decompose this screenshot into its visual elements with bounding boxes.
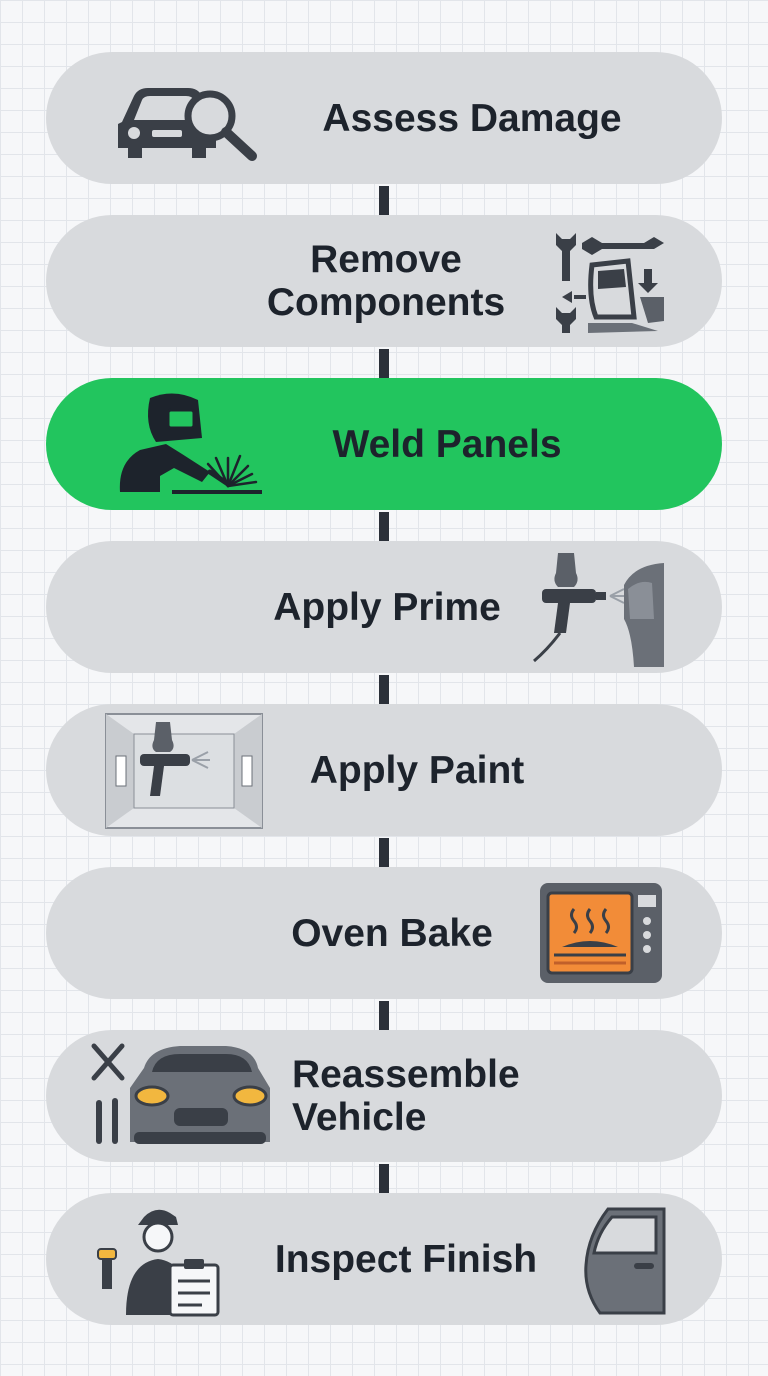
step-label: Apply Paint [309, 748, 525, 792]
tools-parts-icon [548, 227, 668, 335]
spray-gun-fender-icon [528, 549, 668, 667]
step-inspect-finish: Inspect Finish [46, 1193, 722, 1325]
step-label: Reassemble Vehicle [292, 1053, 520, 1139]
car-front-tools-icon [90, 1038, 276, 1156]
car-door-icon [578, 1205, 668, 1317]
step-reassemble-vehicle: Reassemble Vehicle [46, 1030, 722, 1162]
paint-booth-icon [104, 712, 264, 830]
step-label: Remove Components [266, 238, 506, 324]
welder-icon [110, 388, 270, 500]
car-magnifier-icon [112, 78, 262, 164]
step-weld-panels: Weld Panels [46, 378, 722, 510]
step-label: Apply Prime [273, 585, 501, 629]
step-label: Weld Panels [332, 422, 562, 466]
oven-icon [538, 881, 664, 985]
step-label: Inspect Finish [274, 1237, 538, 1281]
step-remove-components: Remove Components [46, 215, 722, 347]
step-assess-damage: Assess Damage [46, 52, 722, 184]
step-apply-paint: Apply Paint [46, 704, 722, 836]
step-apply-prime: Apply Prime [46, 541, 722, 673]
step-label: Assess Damage [322, 96, 622, 140]
inspector-icon [96, 1203, 226, 1317]
step-oven-bake: Oven Bake [46, 867, 722, 999]
step-label: Oven Bake [291, 911, 493, 955]
